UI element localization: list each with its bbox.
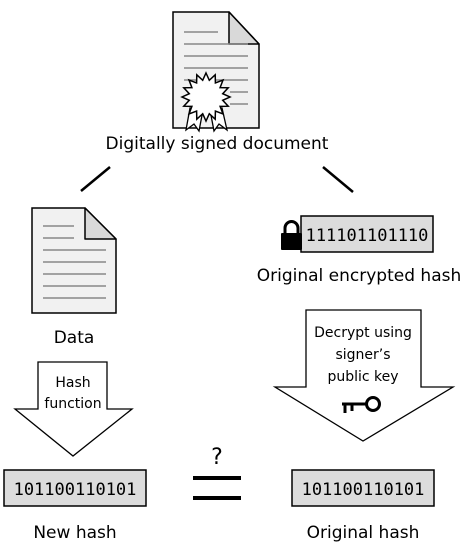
decrypt-text-line-1: Decrypt using xyxy=(314,325,412,341)
certificate-document-icon xyxy=(172,11,260,133)
document-icon xyxy=(31,207,117,314)
encrypted-hash-box xyxy=(300,215,434,253)
key-icon xyxy=(342,396,381,413)
original-hash-label: Original hash xyxy=(307,523,420,543)
hash-function-text-line-2: function xyxy=(44,396,101,412)
hash-function-arrow xyxy=(13,361,134,457)
signed-document-label: Digitally signed document xyxy=(106,134,329,154)
decrypt-text-line-3: public key xyxy=(327,369,398,385)
new-hash-label: New hash xyxy=(33,523,116,543)
new-hash-value: 101100110101 xyxy=(14,480,137,500)
encrypted-hash-label: Original encrypted hash xyxy=(257,266,461,286)
hash-function-text-line-1: Hash xyxy=(55,375,90,391)
encrypted-hash-value: 111101101110 xyxy=(306,226,429,246)
decrypt-arrow xyxy=(272,309,456,442)
padlock-icon xyxy=(281,220,302,250)
equals-icon xyxy=(193,476,241,500)
branch-line-right xyxy=(322,166,354,193)
comparison-question-mark: ? xyxy=(211,445,223,470)
data-label: Data xyxy=(54,328,95,348)
decrypt-text-line-2: signer’s xyxy=(335,347,390,363)
original-hash-value: 101100110101 xyxy=(302,480,425,500)
new-hash-box xyxy=(3,469,147,507)
original-hash-box xyxy=(291,469,435,507)
branch-line-left xyxy=(80,166,111,192)
